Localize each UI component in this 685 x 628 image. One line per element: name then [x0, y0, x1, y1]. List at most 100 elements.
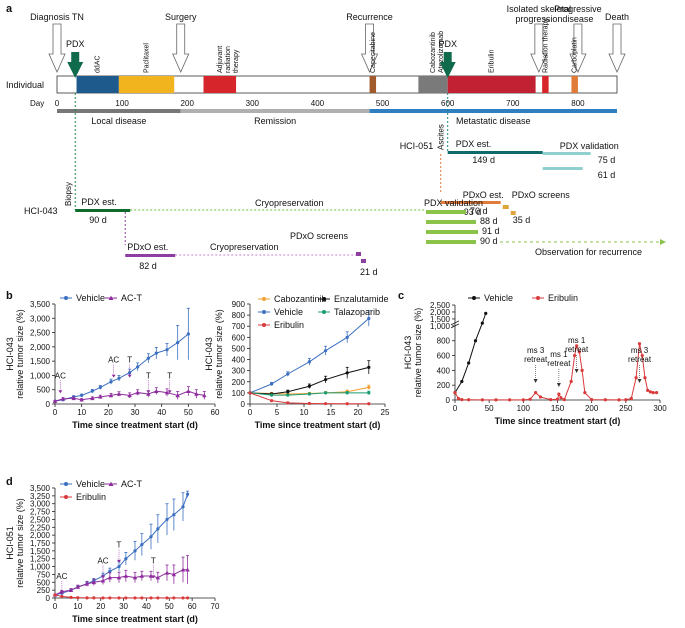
legend-marker — [322, 297, 326, 301]
data-point — [345, 391, 349, 395]
y-tick-label: 800 — [437, 337, 451, 346]
panel-letter-b: b — [6, 290, 13, 302]
hci043-validation-bar — [426, 230, 478, 234]
treatment-annotation-arrow — [146, 390, 151, 394]
retreat-arrow — [574, 369, 579, 373]
legend-label: Enzalutamide — [334, 294, 389, 304]
phase-label: Local disease — [91, 116, 146, 126]
data-point — [71, 396, 76, 401]
hci051-pdxo-screen-2 — [510, 211, 516, 215]
data-point — [324, 402, 328, 406]
phase-label: Metastatic disease — [456, 116, 531, 126]
data-point — [68, 587, 74, 592]
hci043-cryo2-label: Cryopreservation — [210, 242, 279, 252]
data-point — [580, 368, 584, 372]
data-point — [186, 332, 190, 336]
data-point — [60, 594, 64, 599]
hci043-est-label: PDX est. — [81, 197, 117, 207]
data-point — [202, 393, 207, 398]
data-point — [577, 350, 581, 354]
x-tick-label: 200 — [585, 404, 599, 413]
treatment-label: Eribulin — [489, 50, 496, 73]
legend-label: AC-T — [121, 293, 142, 303]
x-axis-label: Time since treatment start (d) — [72, 420, 198, 430]
data-point — [176, 340, 180, 345]
event-arrow — [172, 23, 190, 73]
data-point — [133, 549, 137, 553]
data-point — [324, 377, 328, 382]
data-point — [654, 390, 659, 395]
data-point — [123, 573, 129, 578]
treatment-annotation: AC — [55, 371, 66, 380]
data-point — [98, 385, 102, 390]
data-point — [117, 376, 121, 380]
data-point — [53, 593, 57, 597]
y-tick-label: 500 — [37, 386, 51, 395]
series-line — [454, 313, 487, 393]
day-tick-label: 700 — [506, 99, 520, 108]
data-point — [324, 349, 328, 353]
treatment-block — [118, 76, 175, 93]
treatment-block — [542, 76, 549, 93]
data-point — [603, 398, 607, 402]
hci051-pdxo-est-duration: 93 d — [464, 207, 482, 217]
x-tick-label: 0 — [248, 408, 253, 417]
y-tick-label: 300 — [232, 367, 246, 376]
data-point — [75, 584, 81, 589]
treatment-annotation: T — [117, 541, 122, 550]
treatment-annotation-arrow — [101, 575, 105, 579]
data-point — [460, 379, 464, 384]
data-point — [648, 390, 653, 394]
data-point — [590, 398, 594, 402]
data-point — [528, 397, 532, 401]
x-tick-label: 20 — [354, 408, 363, 417]
data-point — [286, 390, 290, 394]
data-point — [185, 596, 190, 600]
data-point — [132, 575, 138, 580]
data-point — [148, 573, 154, 578]
x-tick-label: 5 — [275, 408, 280, 417]
day-tick-label: 0 — [55, 99, 60, 108]
data-point — [324, 391, 328, 395]
data-point — [651, 390, 655, 395]
legend-marker — [108, 295, 114, 300]
data-point — [127, 393, 132, 398]
legend-marker — [64, 482, 68, 486]
event-label: Surgery — [165, 12, 197, 22]
data-point — [90, 396, 95, 401]
x-tick-label: 30 — [119, 602, 128, 611]
data-point — [98, 394, 103, 399]
y-tick-label: 500 — [232, 344, 246, 353]
x-axis-label: Time since treatment start (d) — [72, 614, 198, 624]
hci043-name: HCI-043 — [24, 206, 58, 216]
treatment-annotation: T — [146, 371, 151, 380]
data-point — [116, 391, 122, 396]
hci043-validation-duration: 91 d — [482, 226, 500, 236]
data-point — [307, 360, 311, 364]
data-point — [109, 380, 113, 384]
legend-label: Cabozantinib — [274, 294, 327, 304]
data-point — [135, 390, 140, 395]
phase-bar — [369, 109, 617, 113]
treatment-annotation-arrow — [151, 575, 156, 579]
data-point — [286, 393, 290, 397]
treatment-block — [76, 76, 119, 93]
y-tick-label: 3,000 — [30, 314, 51, 323]
y-tick-label: 3,500 — [30, 484, 51, 493]
x-tick-label: 60 — [211, 408, 220, 417]
data-point — [155, 575, 161, 580]
axis-break — [450, 323, 460, 329]
y-tick-label: 400 — [437, 366, 451, 375]
x-tick-label: 15 — [327, 408, 336, 417]
y-tick-label: 1,000 — [430, 322, 451, 331]
hci043-pdxo-est-duration: 82 d — [139, 261, 157, 271]
x-tick-label: 70 — [211, 602, 220, 611]
data-point — [172, 513, 176, 517]
y-tick-label: 0 — [46, 594, 51, 603]
data-point — [90, 389, 94, 393]
legend-label: Vehicle — [76, 293, 105, 303]
legend-marker — [64, 495, 68, 499]
